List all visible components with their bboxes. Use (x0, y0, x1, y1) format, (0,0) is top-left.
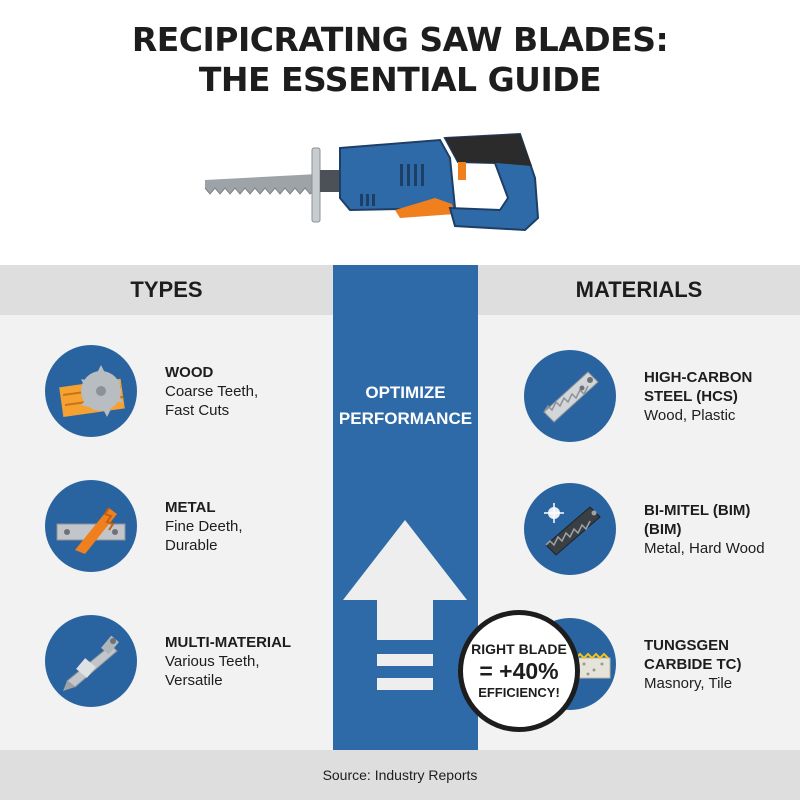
bim-blade-icon (524, 483, 616, 575)
material-name-line-1: TUNGSGEN (644, 636, 730, 654)
center-text: OPTIMIZE PERFORMANCE (333, 380, 478, 432)
type-desc-line-1: Various Teeth, (165, 652, 260, 670)
page-title: RECIPICRATING SAW BLADES: THE ESSENTIAL … (0, 20, 800, 100)
type-desc-line-1: Fine Deeth, (165, 517, 243, 535)
type-item-wood: WOOD Coarse Teeth, Fast Cuts (45, 345, 258, 437)
material-use: Wood, Plastic (644, 406, 736, 424)
center-line-2: PERFORMANCE (338, 409, 473, 428)
badge-line-3: EFFICIENCY! (478, 685, 560, 700)
type-item-multi-material: MULTI-MATERIAL Various Teeth, Versatile (45, 615, 291, 707)
title-line-2: THE ESSENTIAL GUIDE (198, 60, 602, 99)
title-line-1: RECIPICRATING SAW BLADES: (131, 20, 669, 59)
type-name-wood: WOOD (165, 363, 214, 381)
reciprocating-saw-icon (204, 132, 540, 232)
material-name-line-2: CARBIDE TC) (644, 655, 742, 673)
badge-line-1: RIGHT BLADE (471, 641, 567, 657)
multi-material-blade-icon (45, 615, 137, 707)
badge-line-2: = +40% (479, 658, 559, 684)
type-name-multi-material: MULTI-MATERIAL (165, 633, 292, 651)
material-use: Masnory, Tile (644, 674, 733, 692)
metal-blade-icon (45, 480, 137, 572)
type-desc-line-2: Versatile (165, 671, 223, 689)
wood-blade-icon (45, 345, 137, 437)
type-name-metal: METAL (165, 498, 216, 516)
material-item-hcs: HIGH-CARBON STEEL (HCS) Wood, Plastic (524, 350, 752, 442)
material-name-line-2: STEEL (HCS) (644, 387, 738, 405)
types-header: TYPES (0, 265, 333, 315)
hcs-blade-icon (524, 350, 616, 442)
material-name-line-2: (BIM) (644, 520, 682, 538)
type-desc-line-1: Coarse Teeth, (165, 382, 259, 400)
efficiency-badge: RIGHT BLADE = +40% EFFICIENCY! (458, 610, 580, 732)
center-line-1: OPTIMIZE (365, 383, 446, 402)
source-footer: Source: Industry Reports (0, 750, 800, 800)
materials-header: MATERIALS (478, 265, 800, 315)
material-name-line-1: HIGH-CARBON (644, 368, 753, 386)
type-desc-line-2: Fast Cuts (165, 401, 230, 419)
center-band (333, 265, 478, 750)
up-arrow-icon (343, 520, 467, 690)
type-item-metal: METAL Fine Deeth, Durable (45, 480, 243, 572)
type-desc-line-2: Durable (165, 536, 218, 554)
material-item-bim: BI-MITEL (BIM) (BIM) Metal, Hard Wood (524, 483, 765, 575)
material-use: Metal, Hard Wood (644, 539, 765, 557)
material-name-line-1: BI-MITEL (BIM) (644, 501, 751, 519)
